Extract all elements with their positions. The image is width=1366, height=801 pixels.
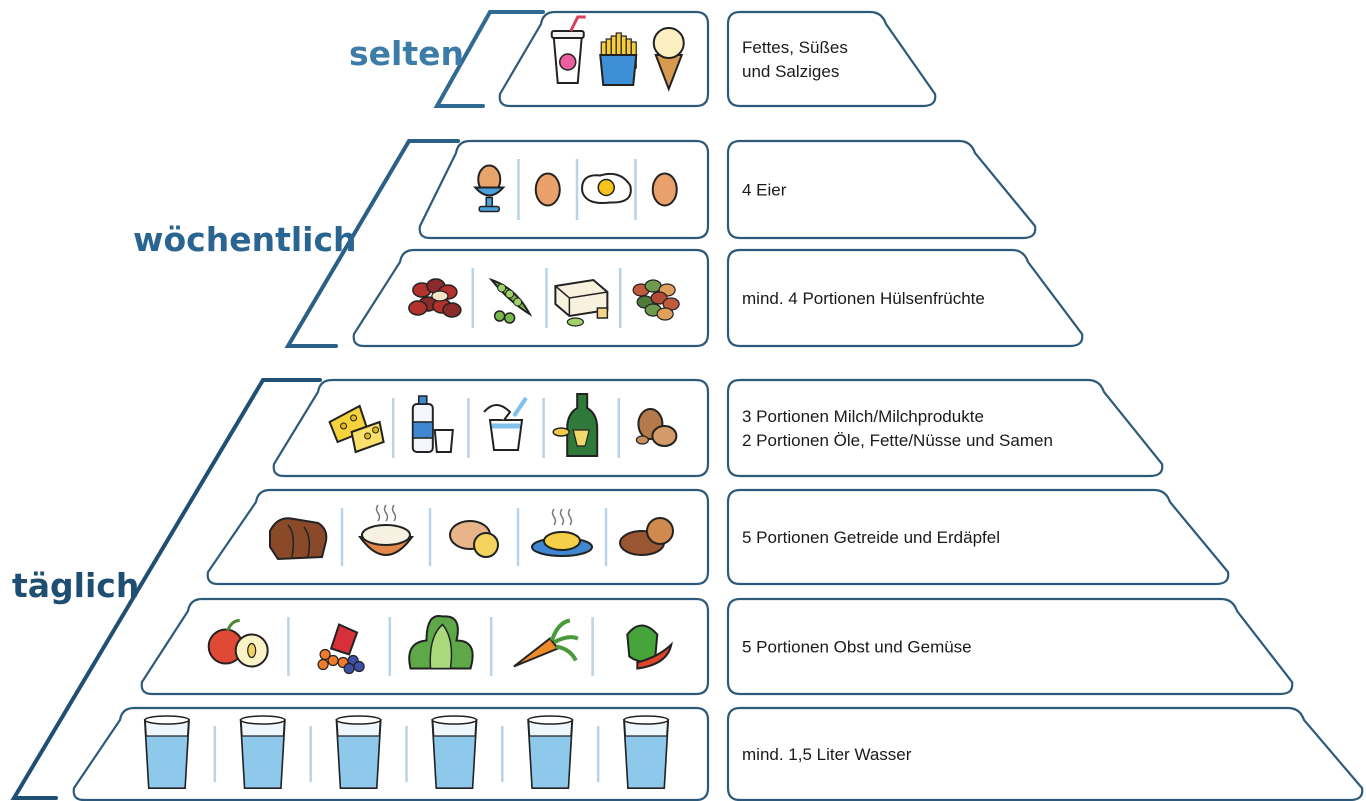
rice-bowl-icon [358, 504, 414, 556]
level-dairy-oils-description: 2 Portionen Öle, Fette/Nüsse und Samen [742, 431, 1053, 450]
soft-drink-icon [550, 15, 586, 84]
egg-icon [651, 172, 678, 207]
level-water-text-panel [726, 706, 1364, 801]
fried-egg-icon [581, 172, 632, 204]
level-fruit-veg: 5 Portionen Obst und Gemüse [140, 597, 1294, 696]
pyramid-levels: Fettes, Süßes und Salziges 4 Eier mind. 4 P… [72, 10, 1364, 801]
level-dairy-oils-description: 3 Portionen Milch/Milchprodukte [742, 407, 984, 426]
bracket-selten [433, 10, 545, 108]
water-glass-icon [335, 715, 382, 789]
carrot-icon [513, 618, 579, 668]
lettuce-icon [408, 615, 474, 670]
bracket-woechentlich [284, 139, 460, 348]
level-sweets-text-panel [726, 10, 937, 108]
frequency-label-selten: selten [349, 34, 464, 73]
level-grains-text-panel [726, 488, 1230, 586]
level-dairy-oils-text-panel [726, 378, 1164, 478]
oil-bottle-icon [552, 393, 599, 457]
level-fruit-veg-description: 5 Portionen Obst und Gemüse [742, 638, 972, 657]
peas-icon [488, 277, 533, 324]
milk-icon [411, 395, 454, 453]
level-eggs-description: 4 Eier [742, 181, 787, 200]
level-eggs: 4 Eier [418, 139, 1037, 240]
water-glass-icon [431, 715, 478, 789]
beans-icon [408, 278, 462, 318]
frequency-label-taeglich: täglich [12, 566, 139, 605]
boiled-egg-icon [473, 164, 506, 213]
bread-icon [269, 517, 328, 561]
cheese-icon [328, 404, 385, 454]
level-sweets: Fettes, Süßes und Salziges [498, 10, 937, 108]
water-glass-icon [239, 715, 286, 789]
lentils-icon [632, 279, 680, 321]
ice-cream-icon [652, 27, 685, 92]
berries-icon [317, 623, 365, 675]
level-legumes-description: mind. 4 Portionen Hülsenfrüchte [742, 289, 985, 308]
level-legumes-text-panel [726, 248, 1084, 348]
frequency-brackets [10, 10, 545, 800]
yogurt-icon [483, 396, 528, 451]
level-water-description: mind. 1,5 Liter Wasser [742, 745, 912, 764]
egg-icon [534, 172, 561, 207]
potato-icon [449, 520, 499, 558]
tofu-icon [554, 278, 609, 327]
water-glass-icon [527, 715, 574, 789]
level-water: mind. 1,5 Liter Wasser [72, 706, 1364, 801]
frequency-label-woechentlich: wöchentlich [133, 220, 357, 259]
fries-icon [599, 32, 638, 86]
pepper-icon [626, 624, 673, 670]
level-legumes: mind. 4 Portionen Hülsenfrüchte [352, 248, 1084, 348]
water-glass-icon [623, 715, 670, 789]
level-fruit-veg-text-panel [726, 597, 1294, 696]
level-sweets-description: Fettes, Süßes [742, 38, 848, 57]
nuts-icon [635, 408, 678, 447]
level-sweets-description: und Salziges [742, 62, 839, 81]
level-dairy-oils: 3 Portionen Milch/Milchprodukte 2 Portion… [272, 378, 1164, 478]
level-grains: 5 Portionen Getreide und Erdäpfel [206, 488, 1230, 586]
level-grains-description: 5 Portionen Getreide und Erdäpfel [742, 528, 1000, 547]
level-eggs-text-panel [726, 139, 1037, 240]
pretzel-roll-icon [619, 517, 674, 556]
water-glass-icon [143, 715, 190, 789]
pasta-icon [531, 508, 593, 557]
apple-icon [207, 619, 269, 668]
bracket-taeglich [10, 378, 322, 800]
